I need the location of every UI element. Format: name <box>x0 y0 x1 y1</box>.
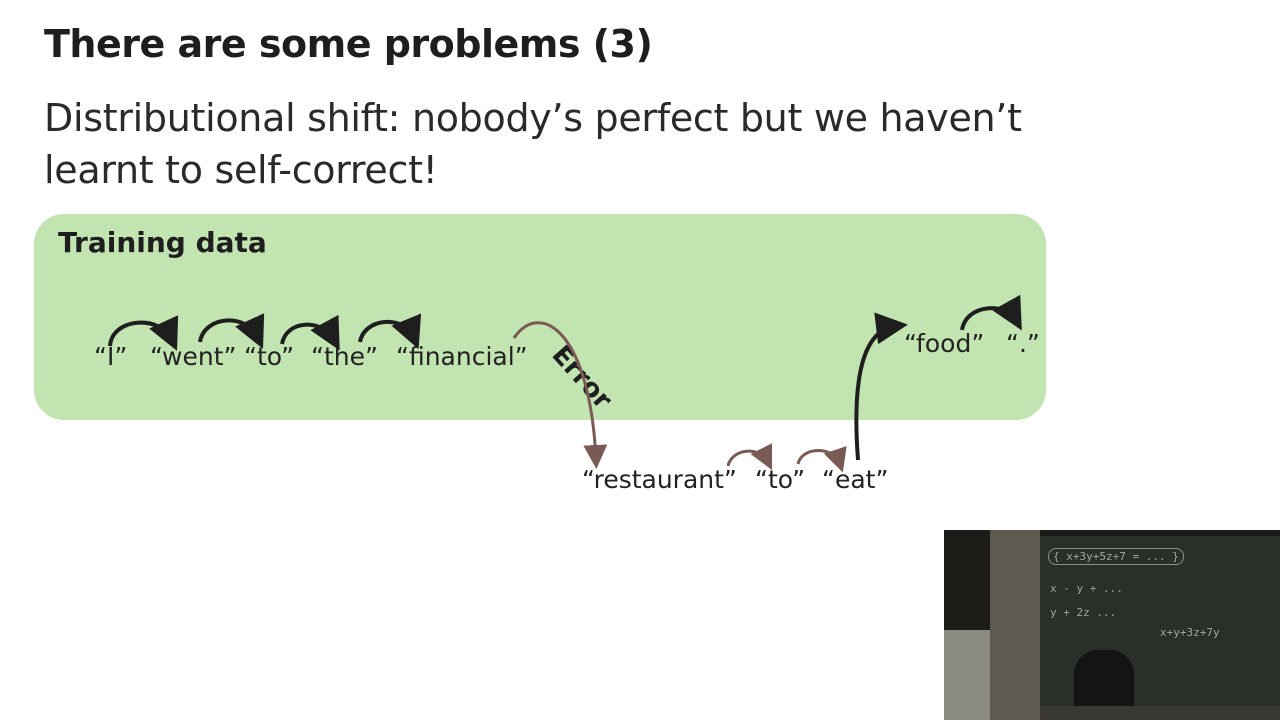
webcam-desk <box>1040 706 1280 720</box>
token-food: “food” <box>904 329 985 358</box>
slide-title: There are some problems (3) <box>44 22 653 66</box>
body-text-line-1: Distributional shift: nobody’s perfect b… <box>44 96 1022 140</box>
body-text-line-2: learnt to self-correct! <box>44 148 438 192</box>
chalk-equation-3: y + 2z ... <box>1050 606 1117 619</box>
webcam-feed: { x+3y+5z+7 = ... } x - y + ... y + 2z .… <box>944 530 1280 720</box>
token-to-2: “to” <box>755 465 806 494</box>
arrow-restaurant-to <box>726 443 773 471</box>
webcam-pillar <box>990 530 1040 720</box>
arrow-to-eat <box>796 445 847 473</box>
token-eat: “eat” <box>822 465 889 494</box>
token-went: “went” <box>150 342 237 371</box>
token-financial: “financial” <box>396 342 528 371</box>
training-data-label: Training data <box>58 226 267 259</box>
chalk-equation-4: x+y+3z+7y <box>1160 626 1220 639</box>
chalk-equation-2: x - y + ... <box>1050 582 1123 595</box>
webcam-wall <box>944 630 992 720</box>
token-i: “I” <box>94 342 128 371</box>
token-restaurant: “restaurant” <box>582 465 737 494</box>
chalk-equation-1: { x+3y+5z+7 = ... } <box>1048 548 1184 565</box>
token-period: “.” <box>1006 329 1040 358</box>
token-the: “the” <box>311 342 378 371</box>
token-to: “to” <box>244 342 295 371</box>
